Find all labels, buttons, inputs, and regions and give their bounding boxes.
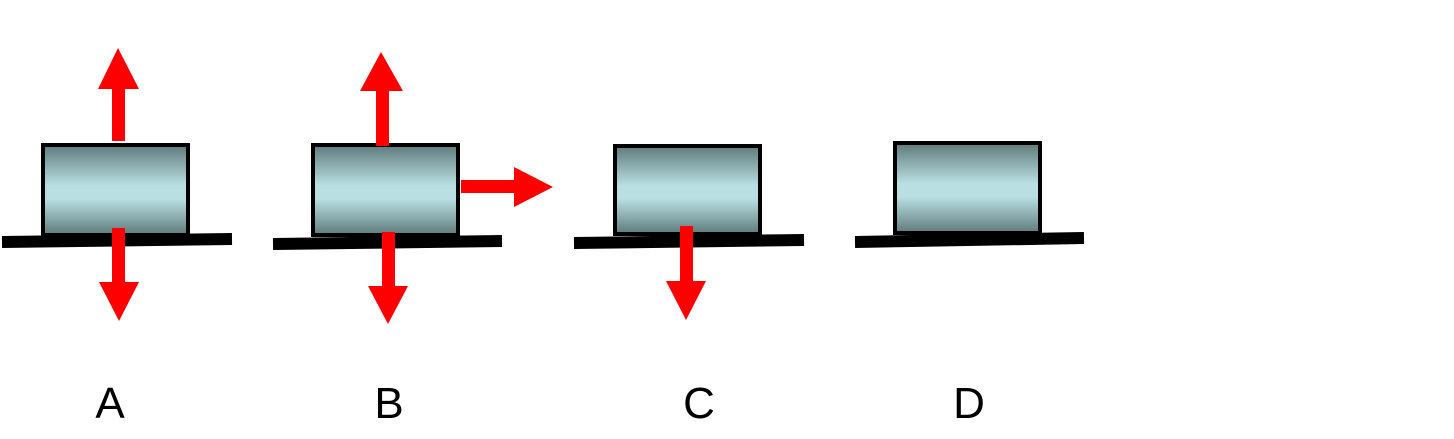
force-arrow-right — [461, 167, 553, 207]
option-b: B — [272, 52, 553, 428]
force-arrow-down — [666, 226, 706, 320]
force-arrow-down — [99, 228, 139, 321]
option-c: C — [573, 144, 805, 428]
block — [41, 143, 190, 237]
option-d: D — [854, 141, 1085, 428]
option-label-b: B — [374, 379, 403, 428]
block — [613, 144, 762, 236]
option-a: A — [1, 48, 233, 428]
option-label-d: D — [953, 379, 985, 428]
block — [311, 143, 460, 237]
option-label-a: A — [95, 379, 125, 428]
option-label-c: C — [683, 379, 715, 428]
force-arrow-down — [368, 232, 408, 324]
force-arrow-up — [98, 48, 139, 141]
force-arrow-up — [360, 52, 403, 146]
block — [893, 141, 1042, 235]
surface-line — [854, 232, 1085, 248]
